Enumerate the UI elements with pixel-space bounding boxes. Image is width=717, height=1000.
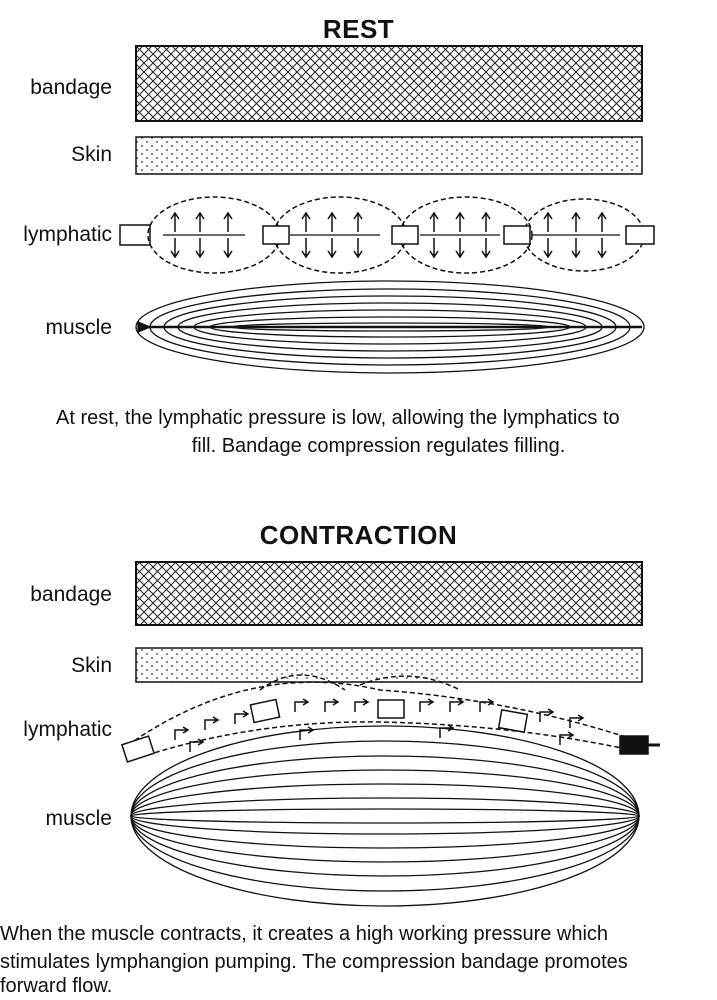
contraction-bandage-layer: [136, 562, 642, 625]
rest-caption-line2: fill. Bandage compression regulates fill…: [0, 432, 717, 460]
rest-lymphatic-vessel: [120, 197, 654, 273]
contraction-caption-line1: When the muscle contracts, it creates a …: [0, 920, 717, 948]
contraction-title: CONTRACTION: [0, 520, 717, 551]
contraction-label-bandage: bandage: [0, 583, 112, 607]
contraction-skin-layer: [136, 648, 642, 682]
rest-label-bandage: bandage: [0, 76, 112, 100]
rest-skin-layer: [136, 137, 642, 174]
rest-title: REST: [0, 14, 717, 45]
contraction-label-skin: Skin: [0, 654, 112, 678]
contraction-label-lymphatic: lymphatic: [0, 718, 112, 742]
rest-label-skin: Skin: [0, 143, 112, 167]
rest-label-muscle: muscle: [0, 316, 112, 340]
contraction-caption-line3: forward flow.: [0, 972, 717, 1000]
rest-caption-line1: At rest, the lymphatic pressure is low, …: [56, 404, 716, 432]
contraction-muscle: [131, 726, 639, 906]
contraction-label-muscle: muscle: [0, 807, 112, 831]
rest-bandage-layer: [136, 46, 642, 121]
rest-label-lymphatic: lymphatic: [0, 223, 112, 247]
rest-muscle: [136, 281, 644, 373]
